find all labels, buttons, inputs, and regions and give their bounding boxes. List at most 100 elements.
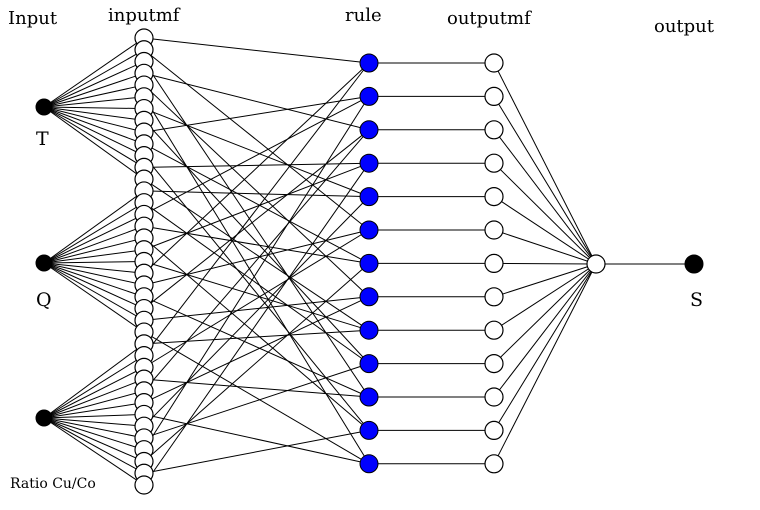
edge-mf-to-rule — [143, 229, 370, 368]
edge-mf-to-rule — [143, 229, 370, 286]
edge-outputmf-to-sum — [493, 262, 597, 265]
edge-input-to-mf — [43, 417, 145, 486]
edge-outputmf-to-sum — [493, 263, 597, 431]
edge-mf-to-rule — [143, 129, 370, 309]
outputmf-node — [484, 220, 504, 240]
rule-node — [359, 253, 379, 273]
outputmf-node — [484, 53, 504, 73]
edge-input-to-mf — [43, 106, 145, 133]
edge-mf-to-rule — [143, 37, 370, 64]
edge-input-to-mf — [43, 213, 145, 264]
rule-node — [359, 287, 379, 307]
edge-mf-to-rule — [143, 162, 370, 251]
edge-mf-to-rule — [143, 296, 370, 321]
edge-outputmf-to-sum — [493, 263, 597, 364]
edge-outputmf-to-sum — [493, 62, 597, 265]
edge-outputmf-to-sum — [493, 263, 597, 298]
edge-mf-to-rule — [143, 261, 370, 331]
edge-mf-to-rule — [143, 296, 370, 398]
edge-input-to-mf — [43, 190, 145, 264]
rule-node — [359, 86, 379, 106]
rule-node — [359, 320, 379, 340]
input-node-3 — [35, 409, 53, 427]
edge-outputmf-to-sum — [493, 229, 597, 265]
edge-outputmf-to-sum — [493, 129, 597, 265]
edge-input-to-mf — [43, 262, 145, 286]
edge-input-to-mf — [43, 37, 145, 108]
outputmf-node — [484, 420, 504, 440]
header-input: Input — [8, 8, 58, 29]
edge-outputmf-to-sum — [493, 263, 597, 465]
edge-outputmf-to-sum — [493, 162, 597, 265]
edge-mf-to-rule — [143, 95, 370, 133]
edge-mf-to-rule — [143, 237, 370, 431]
input-node-2 — [35, 254, 53, 272]
edge-input-to-mf — [43, 106, 145, 168]
outputmf-node — [484, 287, 504, 307]
input-label-t: T — [36, 128, 49, 150]
edge-input-to-mf — [43, 355, 145, 419]
edge-input-to-mf — [43, 72, 145, 108]
rule-node — [359, 53, 379, 73]
edge-input-to-mf — [43, 413, 145, 419]
header-outputmf: outputmf — [447, 8, 532, 29]
edge-mf-to-rule — [143, 95, 370, 215]
summation-node — [586, 254, 606, 274]
edge-input-to-mf — [43, 417, 145, 462]
rule-node — [359, 187, 379, 207]
edge-mf-to-rule — [143, 429, 370, 474]
inputmf-node — [134, 475, 154, 495]
header-inputmf: inputmf — [108, 5, 181, 26]
edge-input-to-mf — [43, 417, 145, 451]
edge-input-to-mf — [43, 262, 145, 333]
edge-mf-to-rule — [143, 363, 370, 439]
edge-mf-to-rule — [143, 296, 370, 404]
edge-input-to-mf — [43, 390, 145, 419]
edge-input-to-mf — [43, 106, 145, 110]
edge-mf-to-rule — [143, 129, 370, 392]
outputmf-node — [484, 120, 504, 140]
edge-input-to-mf — [43, 225, 145, 264]
outputmf-node — [484, 153, 504, 173]
edge-mf-to-rule — [143, 413, 370, 465]
edge-mf-to-rule — [143, 72, 370, 131]
rule-node — [359, 120, 379, 140]
edge-input-to-mf — [43, 378, 145, 419]
edge-mf-to-rule — [143, 62, 370, 274]
edge-mf-to-rule — [143, 120, 370, 364]
edge-input-to-mf — [43, 106, 145, 180]
edge-input-to-mf — [43, 261, 145, 264]
edge-mf-to-rule — [143, 378, 370, 398]
rule-node — [359, 454, 379, 474]
input-label-q: Q — [36, 289, 52, 311]
edge-outputmf-to-sum — [493, 96, 597, 265]
edge-mf-to-rule — [143, 96, 370, 465]
input-label-ratio: Ratio Cu/Co — [10, 476, 96, 492]
edge-input-to-mf — [43, 417, 145, 474]
edge-mf-to-rule — [143, 62, 370, 356]
edge-mf-to-rule — [143, 225, 370, 264]
edge-input-to-mf — [43, 202, 145, 264]
edge-input-to-mf — [43, 262, 145, 274]
edge-input-to-mf — [43, 417, 145, 427]
edge-input-to-mf — [43, 84, 145, 108]
input-node-1 — [35, 98, 53, 116]
outputmf-node — [484, 86, 504, 107]
edge-input-to-mf — [43, 106, 145, 157]
rule-node — [359, 387, 379, 407]
rule-node — [359, 354, 379, 374]
edge-input-to-mf — [43, 262, 145, 310]
edge-mf-to-rule — [143, 84, 370, 298]
edge-mf-to-rule — [143, 155, 370, 431]
edge-input-to-mf — [43, 249, 145, 264]
outputmf-node — [484, 320, 504, 340]
header-rule: rule — [345, 5, 382, 26]
edge-mf-to-rule — [143, 108, 370, 198]
edge-input-to-mf — [43, 343, 145, 419]
edge-mf-to-rule — [143, 263, 370, 462]
edge-mf-to-rule — [143, 143, 370, 264]
edge-input-to-mf — [43, 49, 145, 108]
outputmf-node — [484, 454, 504, 474]
edge-input-to-mf — [43, 366, 145, 419]
